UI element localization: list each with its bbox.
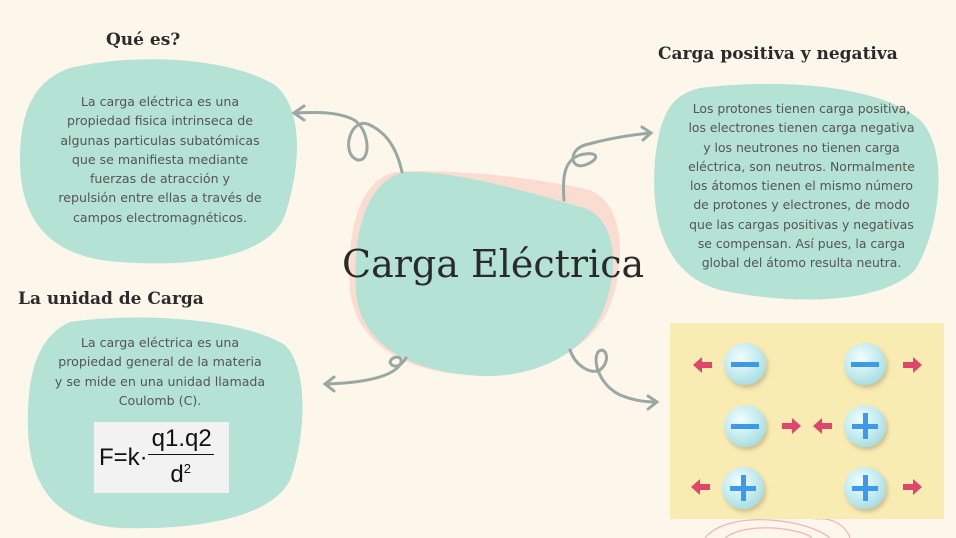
negative-charge (844, 343, 886, 385)
text-line: global del átomo resulta neutra. (701, 255, 902, 271)
text-line: La carga eléctrica es una (80, 335, 240, 350)
positiva-heading: Carga positiva y negativa (658, 44, 898, 64)
positiva-blob (654, 83, 939, 300)
que-es-blob (20, 59, 297, 264)
text-line: Los protones tienen carga positiva, (692, 101, 911, 116)
plus-icon (852, 413, 878, 439)
center-blob (355, 171, 614, 377)
arrow-right-icon (903, 357, 922, 373)
text-line: propiedad general de la materia (58, 354, 262, 370)
text-line: fuerzas de atracción y (89, 171, 231, 187)
formula-numerator: q1.q2 (147, 426, 214, 455)
que-es-heading: Qué es? (106, 30, 181, 50)
arrow-left-icon (693, 357, 712, 373)
text-line: que las cargas positivas y negativas (689, 216, 914, 232)
unidad-text: La carga eléctrica es una propiedad gene… (35, 333, 285, 410)
formula-d: d (170, 461, 184, 488)
minus-icon (731, 423, 759, 429)
arrow-left-icon (813, 418, 832, 434)
negative-charge (724, 405, 766, 447)
text-line: y se mide en una unidad llamada (54, 373, 266, 389)
que-es-text: La carga eléctrica es una propiedad fisi… (30, 92, 290, 227)
text-line: los átomos tienen el mismo número (689, 178, 914, 194)
charges-arrows (691, 357, 922, 495)
text-line: Coulomb (C). (118, 392, 202, 408)
minus-icon (731, 361, 759, 367)
coulomb-formula: F=k· q1.q2 d2 (94, 422, 229, 493)
negative-charge (724, 343, 766, 385)
text-line: propiedad fisica intrinseca de (67, 113, 253, 129)
formula-fraction: q1.q2 d2 (147, 426, 214, 489)
plus-icon (852, 475, 878, 501)
arrow-right-icon (782, 418, 801, 434)
text-line: se compensan. Así pues, la carga (697, 236, 906, 252)
connector-que-es (294, 111, 404, 174)
positiva-text: Los protones tienen carga positiva, los … (664, 99, 939, 273)
positive-charge (844, 405, 886, 447)
positive-charge (844, 467, 886, 509)
connector-unidad (324, 355, 408, 386)
text-line: repulsión entre ellas a través de (58, 190, 262, 206)
unidad-heading: La unidad de Carga (18, 289, 204, 309)
text-line: de protones y electrones, de modo (693, 197, 910, 213)
connector-positiva (561, 131, 652, 202)
center-title: Carga Eléctrica (342, 242, 645, 286)
text-line: y los neutrones no tienen carga (703, 139, 900, 155)
text-line: los electrones tienen carga negativa (688, 120, 915, 136)
text-line: La carga eléctrica es una (80, 94, 240, 109)
positive-charge (722, 467, 764, 509)
text-line: eléctrica, son neutros. Normalmente (688, 158, 915, 174)
charges-diagram (670, 323, 944, 519)
formula-exponent: 2 (183, 461, 191, 476)
connector-diagram (568, 348, 658, 404)
arrow-left-icon (691, 479, 710, 495)
arrow-right-icon (903, 479, 922, 495)
formula-lhs: F=k· (99, 443, 148, 471)
text-line: campos electromagnéticos. (73, 209, 247, 225)
text-line: que se manifiesta mediante (71, 151, 249, 167)
minus-icon (851, 361, 879, 367)
plus-icon (730, 475, 756, 501)
formula-denominator: d2 (170, 455, 191, 489)
text-line: algunas particulas subatómicas (60, 132, 260, 148)
